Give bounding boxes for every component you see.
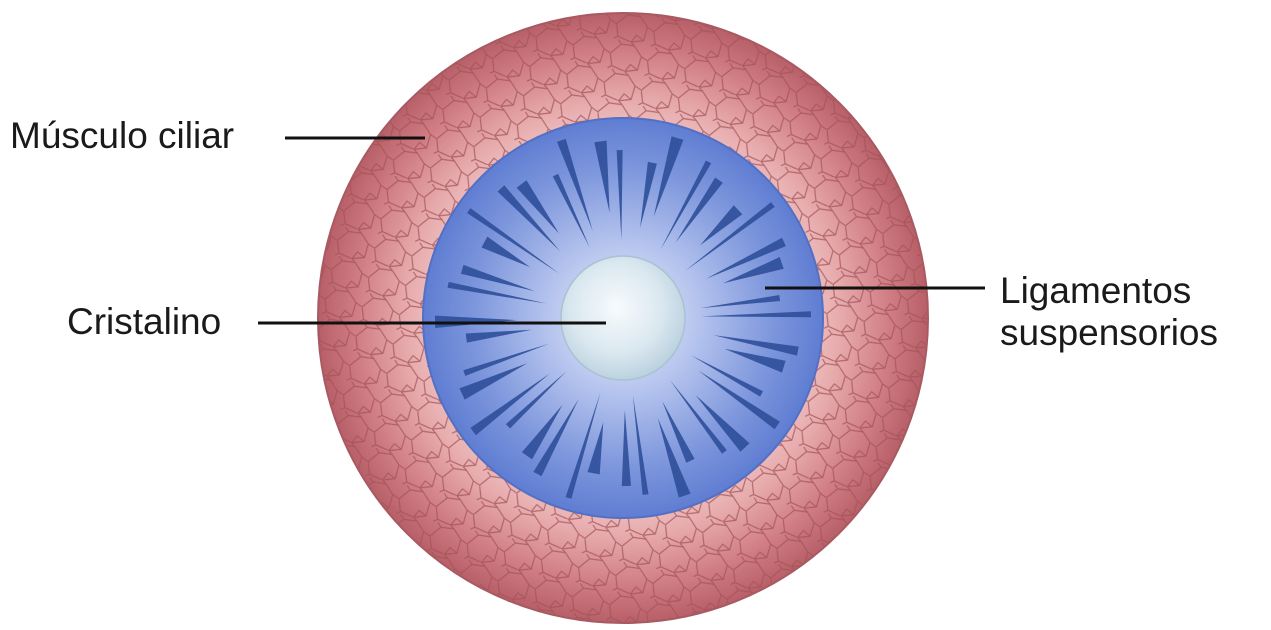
label-lens: Cristalino — [67, 301, 221, 343]
label-ciliary-muscle: Músculo ciliar — [10, 115, 234, 157]
label-suspensory-ligaments: Ligamentos suspensorios — [1000, 270, 1218, 354]
label-suspensory-ligaments-line2: suspensorios — [1000, 312, 1218, 354]
lens — [561, 256, 685, 380]
label-suspensory-ligaments-line1: Ligamentos — [1000, 270, 1218, 312]
